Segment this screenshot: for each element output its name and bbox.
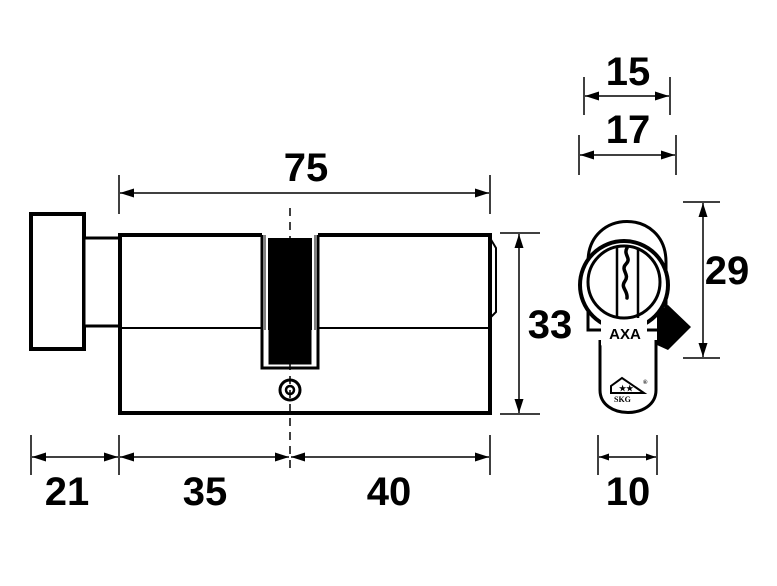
profile-stem — [598, 340, 658, 414]
cylinder-height-label: 33 — [528, 303, 573, 347]
overall-length-label: 75 — [284, 146, 329, 190]
side-view — [29, 208, 497, 470]
left-half-label: 35 — [183, 470, 228, 514]
profile-cam — [657, 305, 691, 350]
dimension-bottom-chain: 21 35 40 — [30, 435, 491, 514]
dimension-overall-length: 75 — [118, 146, 491, 214]
skg-label: SKG — [614, 395, 631, 404]
profile-view: AXA ★★ SKG ® — [578, 220, 691, 414]
dimension-profile-height: 29 — [683, 201, 750, 359]
key-icon — [615, 246, 640, 318]
brand-label: AXA — [609, 326, 641, 343]
dimension-profile-bottom-width: 10 — [597, 435, 658, 514]
skg-emblem-icon: ★★ SKG ® — [610, 376, 648, 404]
skg-stars: ★★ — [619, 384, 634, 393]
dimension-profile-top-width: 15 — [583, 50, 671, 115]
thumb-turn-knob — [29, 212, 86, 351]
cylinder-tail — [489, 237, 497, 319]
profile-top-width-label: 15 — [606, 50, 651, 94]
thumb-turn-length-label: 21 — [45, 470, 90, 514]
profile-outer-width-label: 17 — [606, 108, 651, 152]
dimension-cylinder-height: 33 — [500, 232, 573, 415]
dimension-profile-outer-width: 17 — [578, 108, 677, 175]
profile-bottom-width-label: 10 — [606, 470, 651, 514]
profile-height-label: 29 — [705, 249, 750, 293]
thumb-turn-spindle — [82, 236, 122, 328]
right-half-label: 40 — [367, 470, 412, 514]
registered-mark: ® — [643, 379, 648, 386]
